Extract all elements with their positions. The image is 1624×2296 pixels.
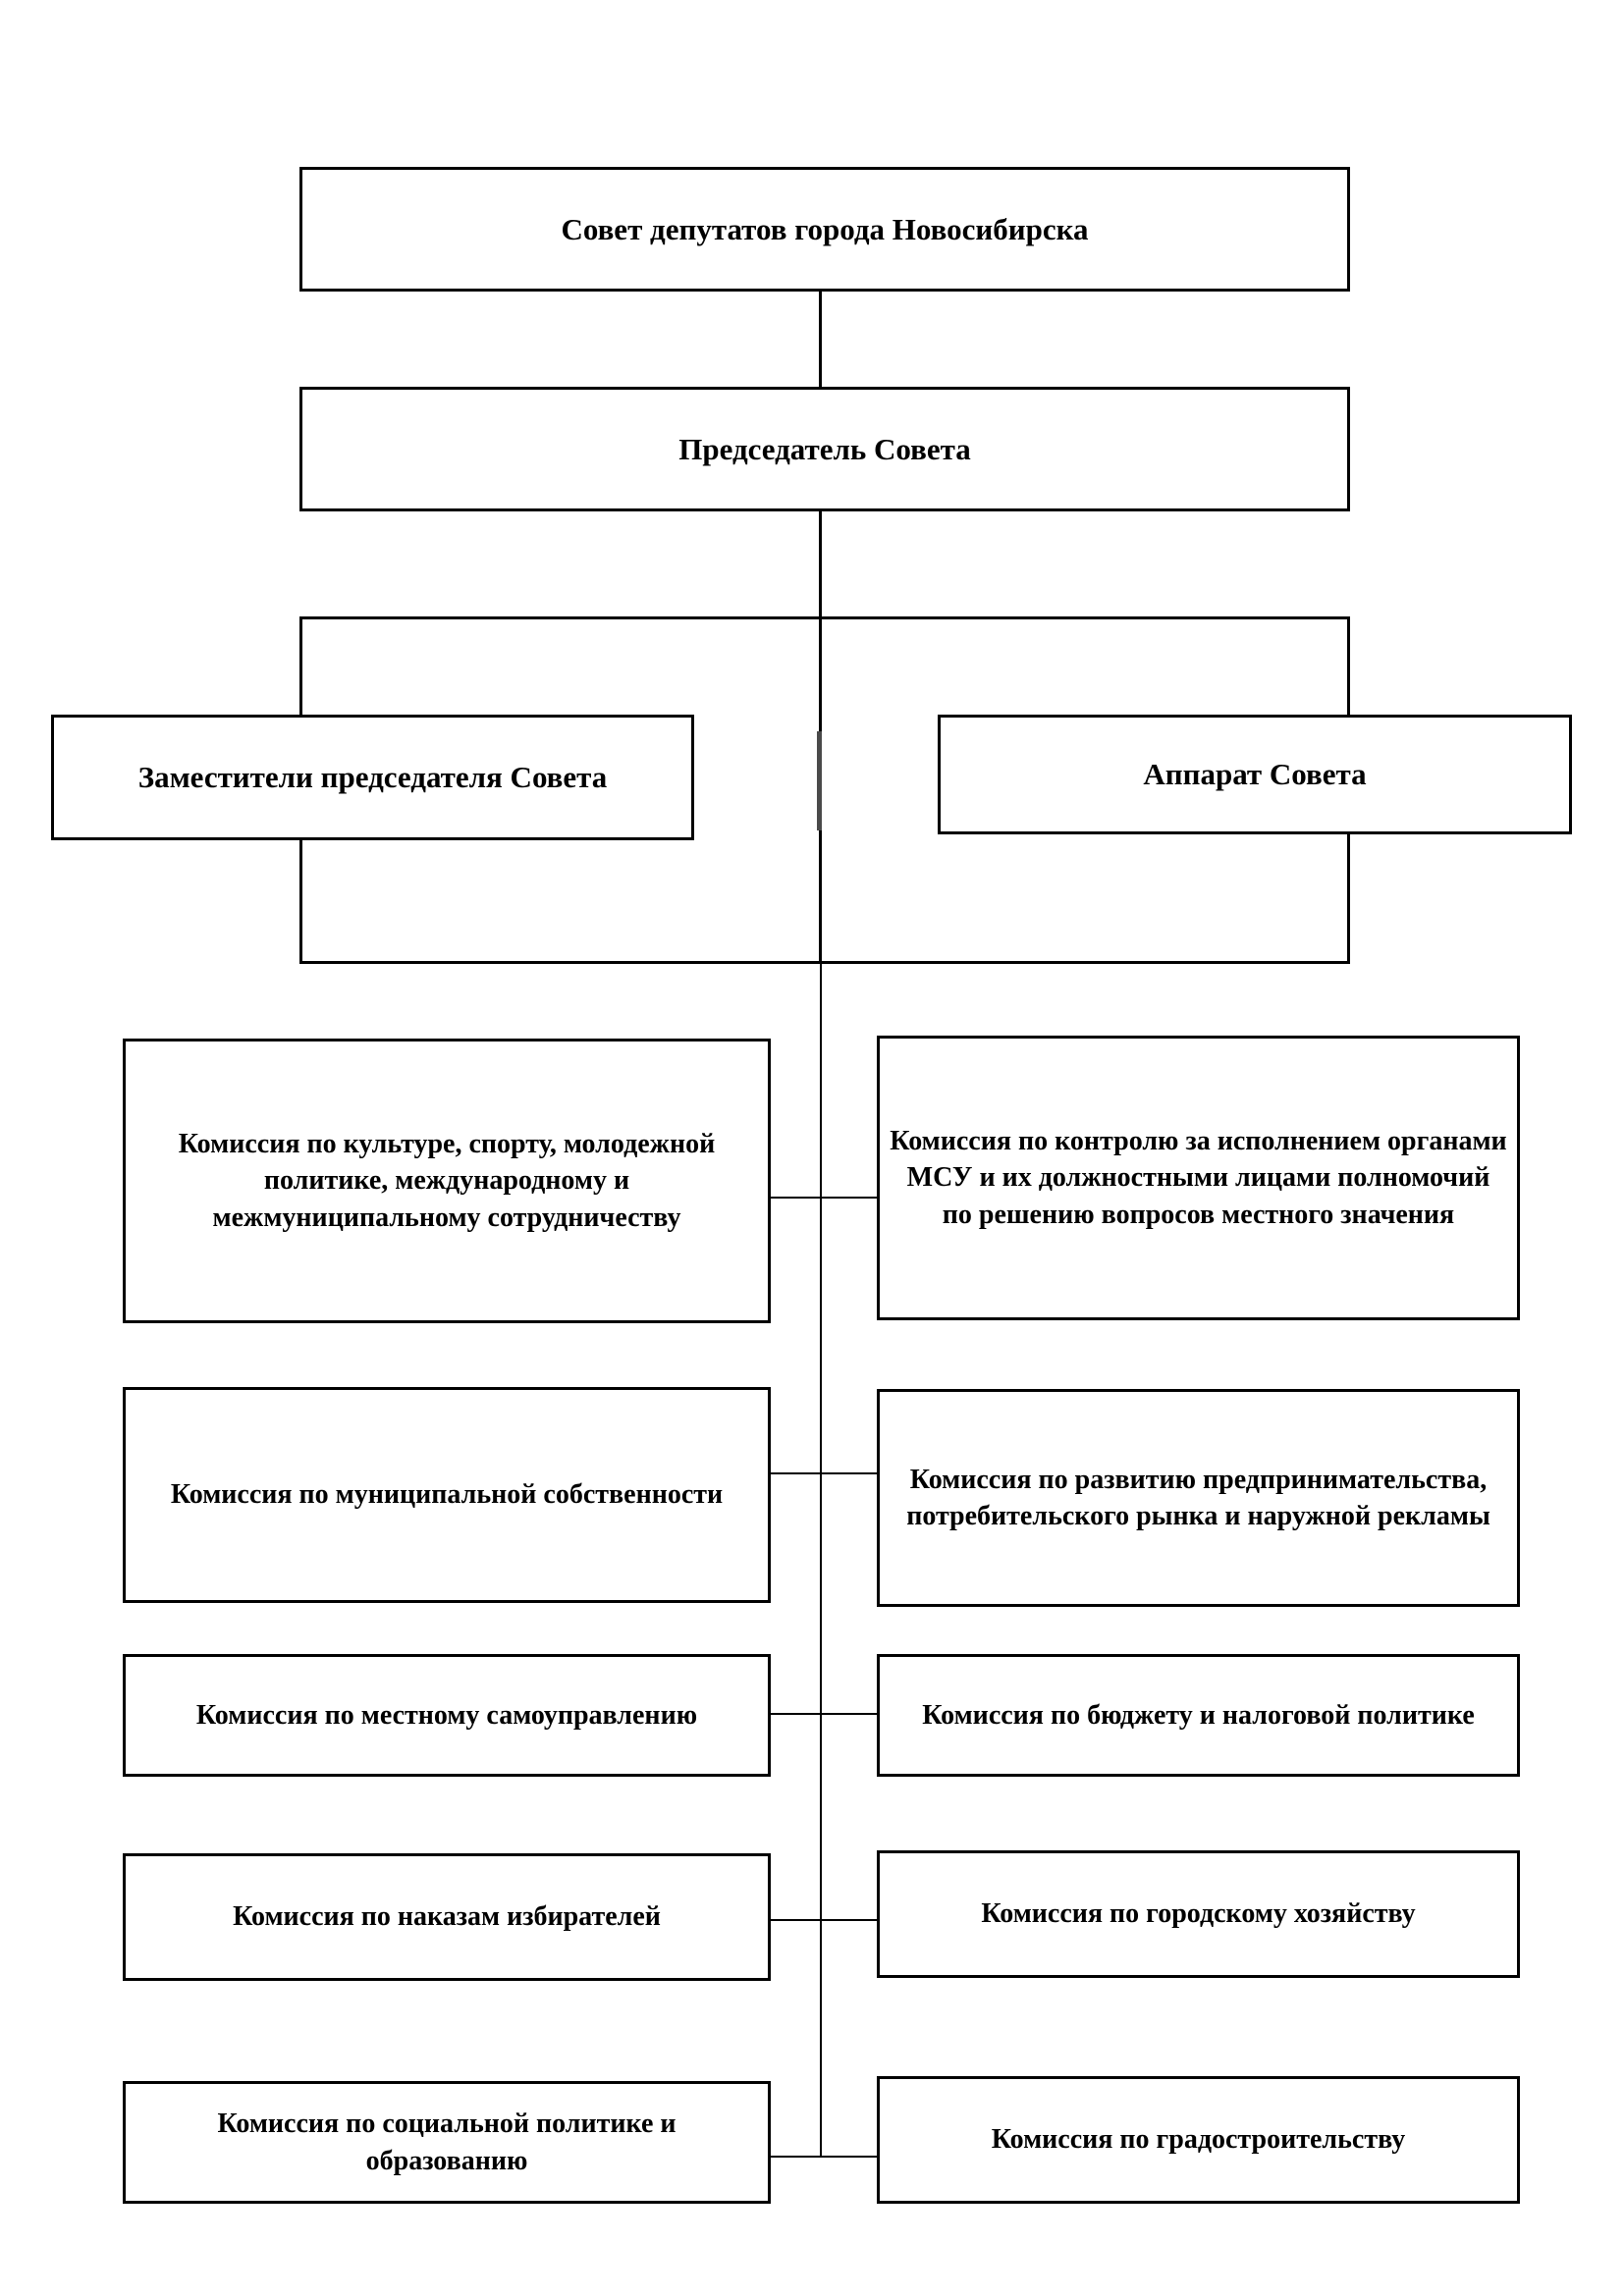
connector-row5-left [771,2156,822,2158]
connector-row2-right [820,1472,879,1474]
node-deputy-chairmen[interactable]: Заместители председателя Совета [51,715,694,840]
commission-left-3[interactable]: Комиссия по местному самоуправлению [123,1654,771,1777]
connector-council-to-chairman [819,292,822,387]
commission-left-5[interactable]: Комиссия по социальной политике и образо… [123,2081,771,2204]
connector-chairman-to-bracket [819,511,822,616]
commission-left-2[interactable]: Комиссия по муниципальной собственности [123,1387,771,1603]
commission-right-5-label: Комиссия по градостроительству [991,2124,1406,2156]
connector-row4-left [771,1919,822,1921]
commission-left-1-label: Комиссия по культуре, спорту, молодежной… [178,1129,716,1233]
commission-left-3-label: Комиссия по местному самоуправлению [195,1699,698,1731]
commission-right-2[interactable]: Комиссия по развитию предпринимательства… [877,1389,1520,1607]
connector-row3-right [820,1713,879,1715]
commission-left-2-label: Комиссия по муниципальной собственности [170,1479,724,1511]
node-council-apparatus[interactable]: Аппарат Совета [938,715,1572,834]
node-council-apparatus-label: Аппарат Совета [1143,757,1367,792]
commission-right-5[interactable]: Комиссия по градостроительству [877,2076,1520,2204]
connector-row2-left [771,1472,822,1474]
node-deputy-chairmen-label: Заместители председателя Совета [137,760,608,795]
connector-row1-right [820,1197,879,1199]
commission-left-1[interactable]: Комиссия по культуре, спорту, молодежной… [123,1039,771,1323]
node-chairman[interactable]: Председатель Совета [299,387,1350,511]
commission-right-4-label: Комиссия по городскому хозяйству [981,1898,1416,1930]
connector-row5-right [820,2156,879,2158]
commission-left-4-label: Комиссия по наказам избирателей [233,1901,661,1933]
commission-left-5-label: Комиссия по социальной политике и образо… [217,2109,677,2176]
commission-right-3-label: Комиссия по бюджету и налоговой политике [922,1699,1475,1731]
connector-row4-right [820,1919,879,1921]
connector-commissions-spine [820,964,822,2157]
commission-left-4[interactable]: Комиссия по наказам избирателей [123,1853,771,1981]
connector-center-stub [817,731,822,830]
node-city-council-label: Совет депутатов города Новосибирска [561,211,1089,246]
commission-right-3[interactable]: Комиссия по бюджету и налоговой политике [877,1654,1520,1777]
commission-right-1[interactable]: Комиссия по контролю за исполнением орга… [877,1036,1520,1320]
commission-right-1-label: Комиссия по контролю за исполнением орга… [890,1126,1507,1230]
commission-right-4[interactable]: Комиссия по городскому хозяйству [877,1850,1520,1978]
commission-right-2-label: Комиссия по развитию предпринимательства… [906,1464,1490,1531]
connector-row3-left [771,1713,822,1715]
node-city-council[interactable]: Совет депутатов города Новосибирска [299,167,1350,292]
connector-row1-left [771,1197,822,1199]
node-chairman-label: Председатель Совета [678,431,971,466]
